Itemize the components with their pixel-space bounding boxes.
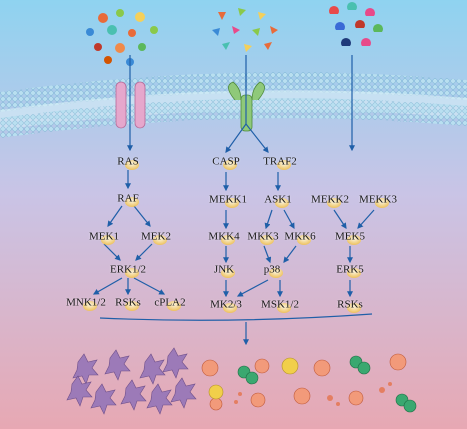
node-mek2-blob (153, 235, 167, 245)
node-mnk1-2: MNK1/2 (66, 296, 106, 309)
node-rsks-left-blob (125, 301, 139, 311)
node-mkk4-blob (221, 235, 235, 245)
node-jnk-blob (221, 268, 235, 278)
node-mekk3: MEKK3 (359, 193, 397, 206)
node-mekk2-blob (327, 198, 341, 208)
channel-receptor (115, 81, 146, 129)
node-ask1: ASK1 (264, 193, 292, 206)
node-mekk1-blob (225, 198, 239, 208)
node-mk2-3-blob (223, 303, 237, 313)
node-mk2-3: MK2/3 (210, 298, 242, 311)
node-jnk: JNK (213, 263, 235, 276)
node-mkk3-blob (260, 235, 274, 245)
node-blobs (83, 160, 389, 313)
ligands-middle (212, 8, 278, 52)
node-msk1-2: MSK1/2 (261, 298, 299, 311)
node-mkk6-blob (297, 235, 311, 245)
node-mek5: MEK5 (335, 230, 365, 243)
node-mkk6: MKK6 (284, 230, 316, 243)
node-mekk2: MEKK2 (311, 193, 349, 206)
node-mkk3: MKK3 (247, 230, 279, 243)
node-traf2-blob (277, 160, 291, 170)
node-raf: RAF (117, 192, 139, 205)
node-mek5-blob (347, 235, 361, 245)
node-raf-blob (125, 197, 139, 207)
node-rsks-left: RSKs (115, 296, 141, 309)
node-casp: CASP (212, 155, 240, 168)
node-rsks-right: RSKs (337, 298, 363, 311)
node-rsks-right-blob (347, 303, 361, 313)
node-cpla2-blob (167, 301, 181, 311)
node-mnk1-2-blob (83, 301, 97, 311)
node-ras: RAS (117, 155, 139, 168)
node-casp-blob (223, 160, 237, 170)
pathway-arrows (92, 55, 375, 346)
node-mek1: MEK1 (89, 230, 119, 243)
node-erk5: ERK5 (336, 263, 364, 276)
node-traf2: TRAF2 (263, 155, 297, 168)
node-ras-blob (125, 160, 139, 170)
node-cpla2: cPLA2 (154, 296, 186, 309)
node-erk1-2-blob (125, 268, 139, 278)
node-ask1-blob (275, 198, 289, 208)
node-p38: p38 (263, 263, 281, 276)
node-mek1-blob (101, 235, 115, 245)
node-p38-blob (269, 268, 283, 278)
ligands-left (86, 9, 158, 66)
ligands-right (329, 2, 384, 46)
node-mek2: MEK2 (141, 230, 171, 243)
node-mekk1: MEKK1 (209, 193, 247, 206)
node-mekk3-blob (375, 198, 389, 208)
node-mkk4: MKK4 (208, 230, 240, 243)
node-erk5-blob (347, 268, 361, 278)
cell-population (66, 347, 417, 415)
node-msk1-2-blob (277, 303, 291, 313)
node-erk1-2: ERK1/2 (109, 263, 147, 276)
